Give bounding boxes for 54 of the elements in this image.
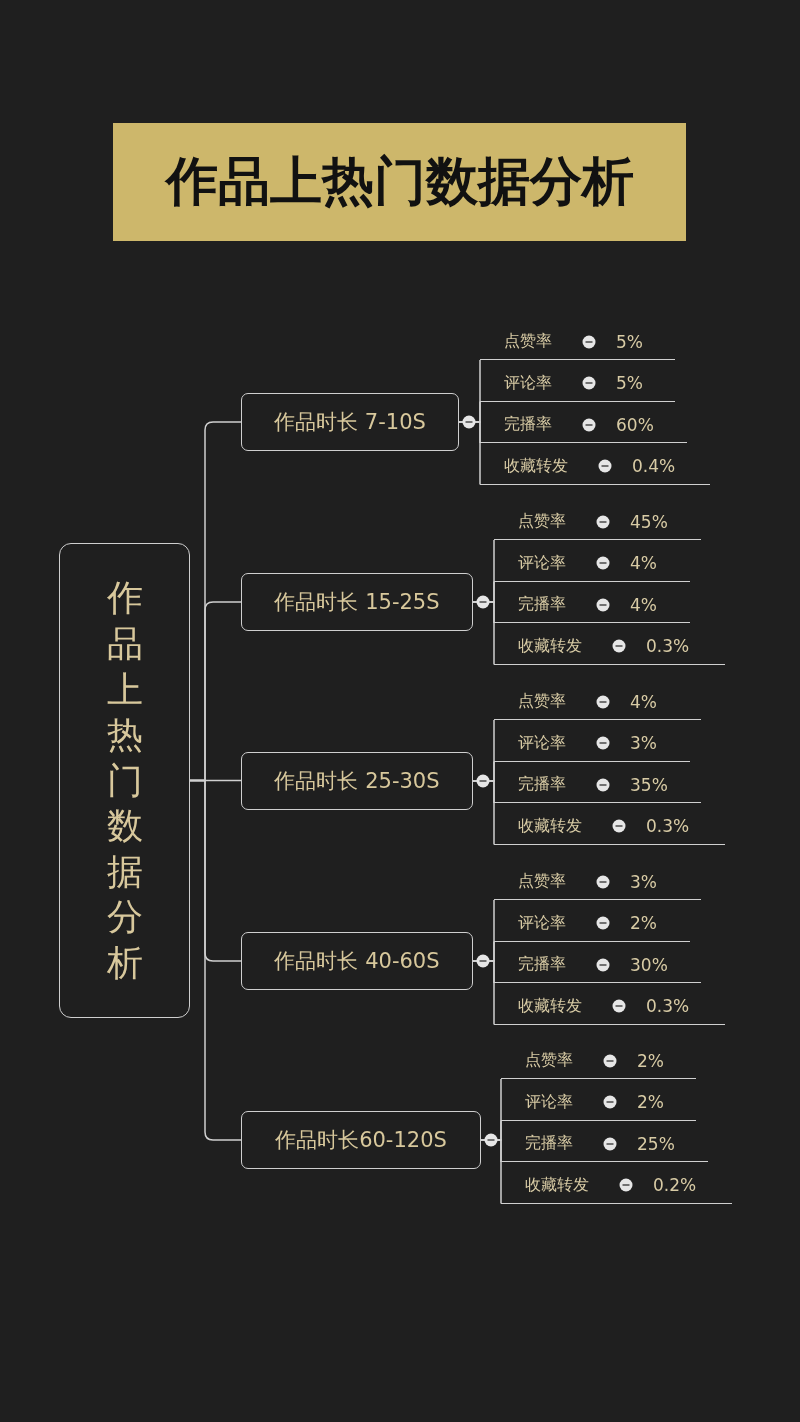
- metric-label: 点赞率: [518, 691, 566, 712]
- metric-value: 3%: [630, 733, 657, 753]
- metric-value: 4%: [630, 691, 657, 712]
- metric-value: 2%: [637, 1092, 664, 1112]
- branch-box: [241, 932, 473, 990]
- root-topic-box: [59, 543, 190, 1018]
- metric-label: 评论率: [525, 1091, 573, 1113]
- metric-value: 5%: [616, 331, 643, 352]
- metric-value: 0.2%: [653, 1175, 697, 1195]
- metric-label: 完播率: [518, 954, 566, 975]
- metric-label: 点赞率: [518, 871, 566, 892]
- metric-label: 点赞率: [518, 511, 566, 532]
- metric-value: 0.3%: [646, 636, 690, 656]
- metric-value: 2%: [630, 913, 657, 933]
- metric-value: 2%: [637, 1050, 664, 1071]
- metric-value: 5%: [616, 373, 643, 393]
- metric-value: 25%: [637, 1133, 675, 1154]
- branch-box: [241, 573, 473, 631]
- metric-label: 收藏转发: [525, 1174, 589, 1196]
- metric-value: 3%: [630, 871, 657, 892]
- metric-label: 评论率: [518, 732, 566, 754]
- metric-label: 点赞率: [504, 331, 552, 352]
- metric-label: 收藏转发: [504, 455, 568, 477]
- branch-box: [241, 393, 459, 451]
- branch-label: 作品时长 15-25S: [274, 589, 440, 616]
- metric-label: 评论率: [518, 552, 566, 574]
- metric-value: 45%: [630, 511, 668, 532]
- metric-label: 收藏转发: [518, 815, 582, 837]
- metric-value: 0.3%: [646, 816, 690, 836]
- metric-label: 点赞率: [525, 1050, 573, 1071]
- metric-value: 35%: [630, 774, 668, 795]
- branch-label: 作品时长60-120S: [275, 1127, 447, 1154]
- metric-label: 完播率: [518, 594, 566, 615]
- metric-label: 评论率: [518, 912, 566, 934]
- metric-label: 评论率: [504, 372, 552, 394]
- metric-label: 收藏转发: [518, 635, 582, 657]
- metric-label: 收藏转发: [518, 995, 582, 1017]
- root-topic-label: 作品上热门数据分析: [106, 576, 143, 986]
- metric-value: 30%: [630, 954, 668, 975]
- metric-label: 完播率: [504, 414, 552, 435]
- metric-value: 0.3%: [646, 996, 690, 1016]
- metric-value: 4%: [630, 594, 657, 615]
- branch-box: [241, 752, 473, 810]
- branch-box: [241, 1111, 481, 1169]
- metric-value: 0.4%: [632, 456, 676, 476]
- metric-value: 60%: [616, 414, 654, 435]
- title: 作品上热门数据分析: [165, 150, 634, 213]
- connector-line: [189, 779, 242, 1141]
- metric-label: 完播率: [518, 774, 566, 795]
- metric-value: 4%: [630, 553, 657, 573]
- metric-label: 完播率: [525, 1133, 573, 1154]
- branch-label: 作品时长 40-60S: [274, 948, 440, 975]
- branch-label: 作品时长 25-30S: [274, 768, 440, 795]
- branch-label: 作品时长 7-10S: [274, 409, 426, 436]
